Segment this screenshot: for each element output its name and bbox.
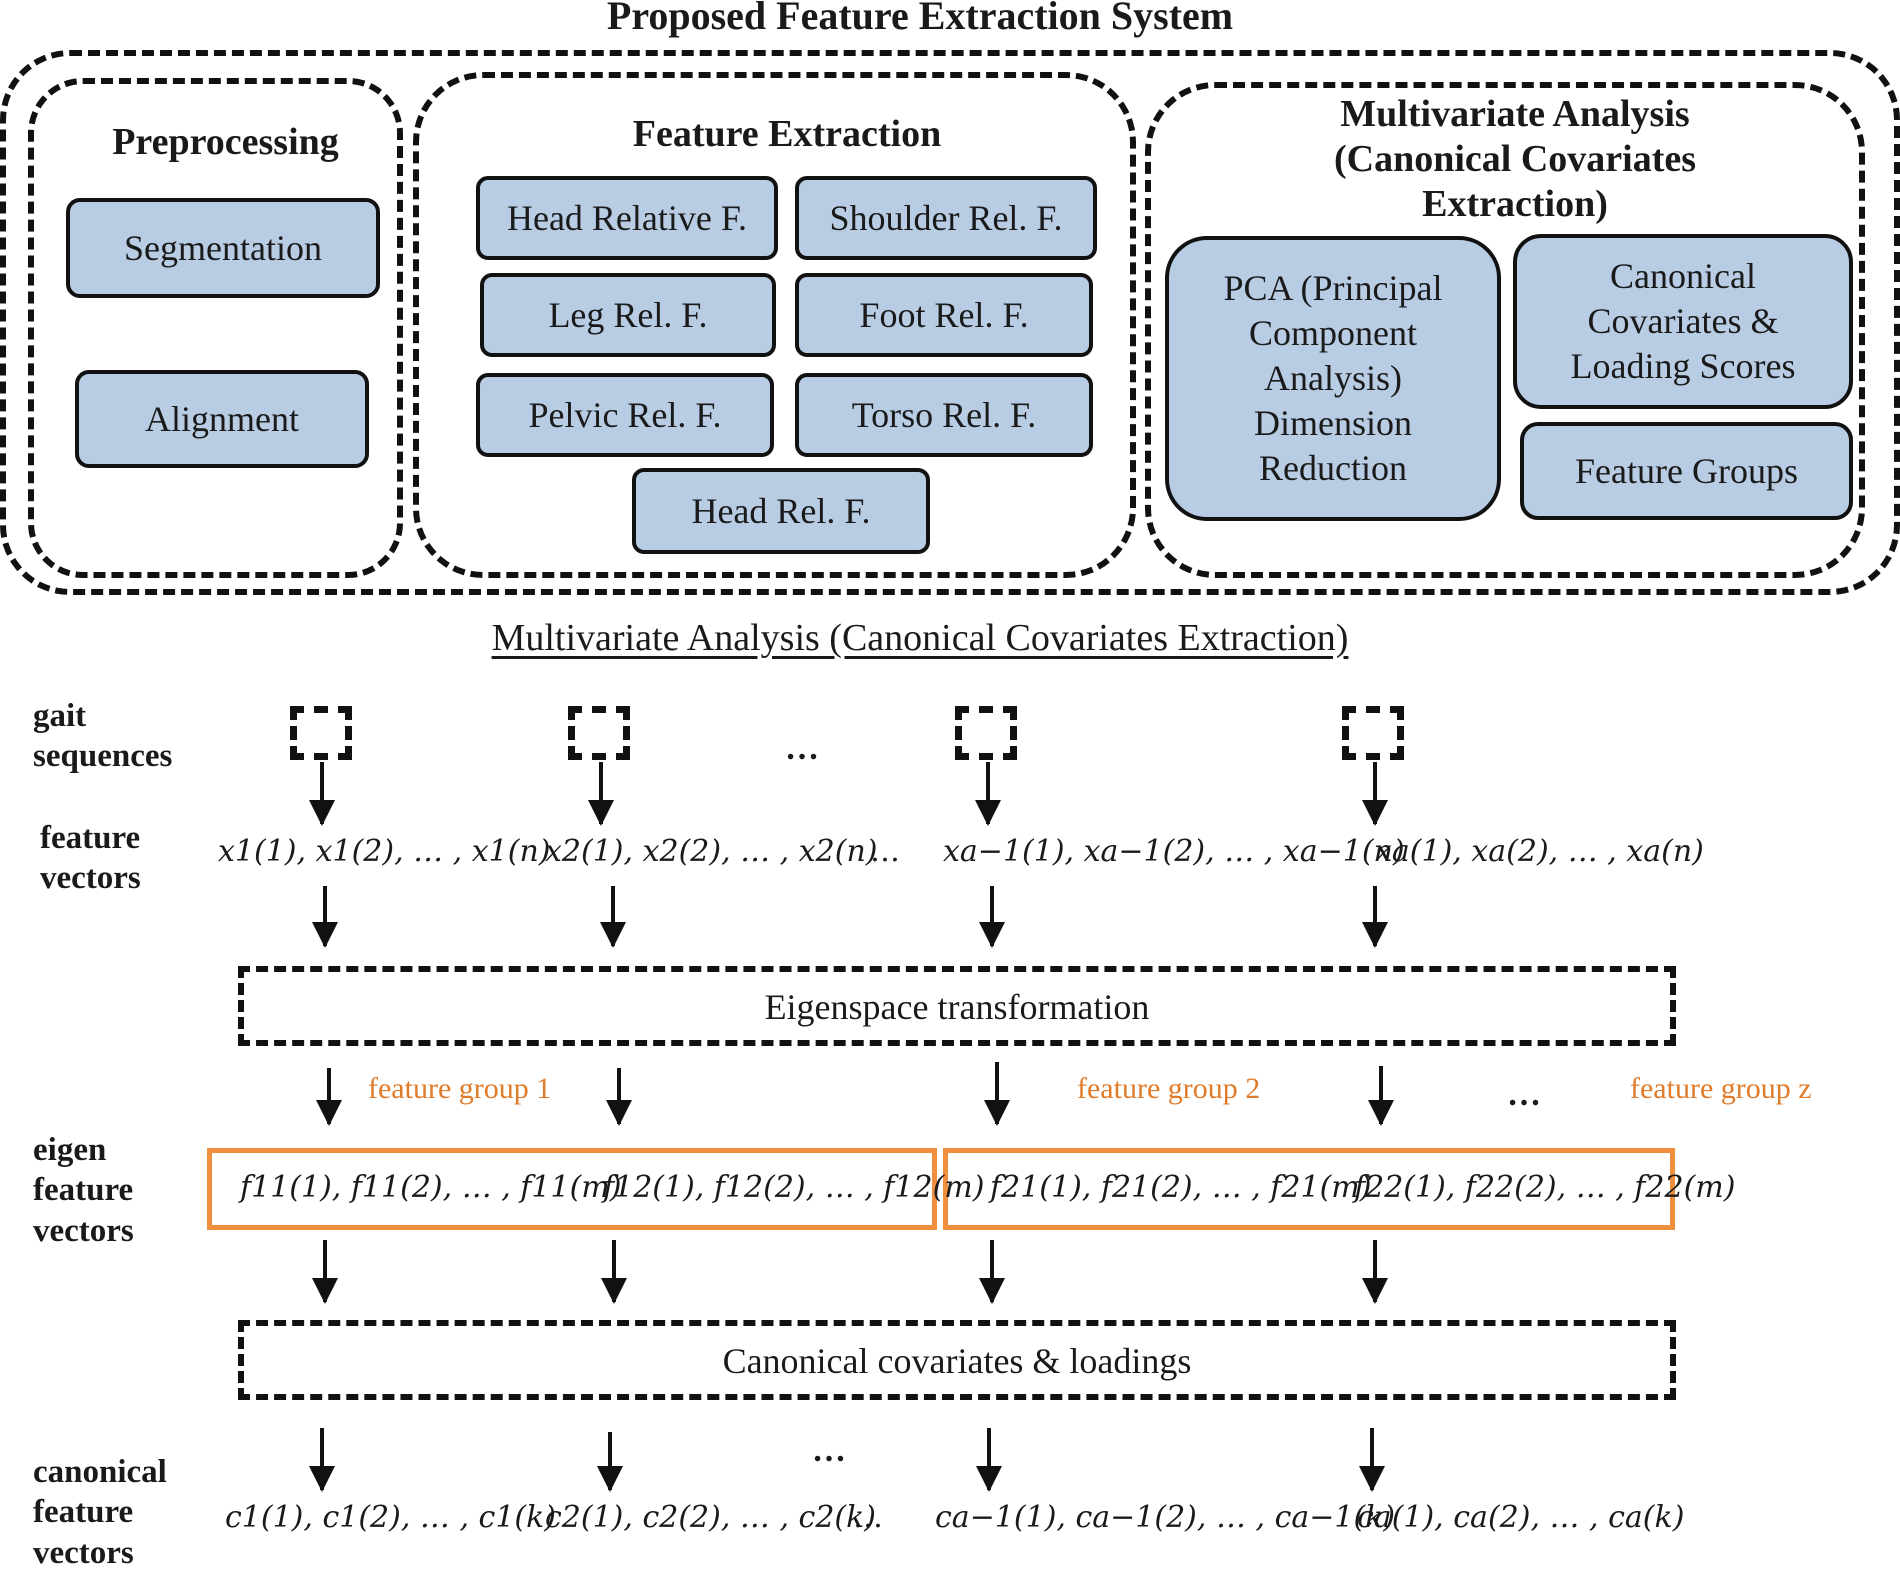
alignment-box: Alignment [75, 370, 369, 468]
label-canonical-feature-vectors: canonical feature vectors [33, 1454, 167, 1571]
arrow-feature-3 [979, 886, 1005, 948]
ellipsis-groups: … [1507, 1076, 1541, 1113]
canonical-loading-box: Canonical Covariates & Loading Scores [1513, 234, 1853, 409]
torso-rel-box: Torso Rel. F. [795, 373, 1093, 457]
canonical-vector-a-1: ca−1(1), ca−1(2), … , ca−1(k) [935, 1500, 1396, 1535]
pelvic-rel-box: Pelvic Rel. F. [476, 373, 774, 457]
label-feature-vectors: feature vectors [40, 820, 141, 897]
eigen-vector-11: f11(1), f11(2), … , f11(m) [240, 1170, 622, 1205]
head-relative-box: Head Relative F. [476, 176, 778, 260]
arrow-eigen-4 [1368, 1066, 1394, 1126]
eigenspace-label: Eigenspace transformation [764, 987, 1150, 1027]
ellipsis-canonical: … [853, 1500, 883, 1535]
arrow-final-1 [309, 1428, 335, 1492]
shoulder-rel-box: Shoulder Rel. F. [795, 176, 1097, 260]
canonical-vector-2: c2(1), c2(2), … , c2(k) [545, 1500, 876, 1535]
segmentation-box: Segmentation [66, 198, 380, 298]
gait-sequence-1 [290, 706, 352, 760]
feature-group-2-label: feature group 2 [1077, 1072, 1261, 1105]
feature-group-z-label: feature group z [1630, 1072, 1812, 1105]
gait-sequence-a [1342, 706, 1404, 760]
arrow-canon-3 [979, 1240, 1005, 1304]
canonical-covariates-label: Canonical covariates & loadings [722, 1341, 1192, 1381]
feature-extraction-panel [413, 72, 1136, 578]
gait-sequence-2 [568, 706, 630, 760]
system-outer-frame [0, 50, 1900, 595]
multivariate-panel [1145, 82, 1865, 578]
arrow-final-2 [597, 1432, 623, 1492]
feature-groups-box: Feature Groups [1520, 422, 1853, 520]
arrow-final-4 [1359, 1428, 1385, 1492]
ellipsis-gait: … [785, 730, 819, 767]
feature-extraction-heading: Feature Extraction [632, 113, 942, 155]
section-title: Multivariate Analysis (Canonical Covaria… [491, 617, 1349, 659]
preprocessing-panel [28, 78, 403, 578]
head-rel-box: Head Rel. F. [632, 468, 930, 554]
arrow-final-3 [976, 1428, 1002, 1492]
feature-group-1-box [207, 1148, 937, 1230]
arrow-feature-4 [1362, 886, 1388, 948]
arrow-gait-3 [975, 762, 1001, 826]
foot-rel-box: Foot Rel. F. [795, 273, 1093, 357]
arrow-eigen-1 [316, 1068, 342, 1126]
multivariate-heading: Multivariate Analysis (Canonical Covaria… [1333, 93, 1697, 225]
label-gait-sequences: gait sequences [33, 698, 173, 775]
eigen-vector-12: f12(1), f12(2), … , f12(m) [603, 1170, 985, 1205]
canonical-vector-a: ca(1), ca(2), … , ca(k) [1357, 1500, 1685, 1535]
ellipsis-feature: … [870, 834, 900, 869]
arrow-canon-4 [1362, 1240, 1388, 1304]
pca-box: PCA (Principal Component Analysis) Dimen… [1165, 236, 1501, 521]
feature-vector-a-1: xa−1(1), xa−1(2), … , xa−1(n) [943, 834, 1405, 869]
eigen-vector-22: f22(1), f22(2), … , f22(m) [1354, 1170, 1736, 1205]
preprocessing-heading: Preprocessing [112, 121, 339, 163]
label-eigen-feature-vectors: eigen feature vectors [33, 1132, 134, 1249]
gait-sequence-a-1 [955, 706, 1017, 760]
arrow-canon-2 [601, 1240, 627, 1304]
feature-vector-2: x2(1), x2(2), … , x2(n) [545, 834, 878, 869]
arrow-eigen-3 [984, 1062, 1010, 1126]
arrow-gait-1 [309, 762, 335, 826]
eigenspace-box [238, 966, 1676, 1046]
feature-group-2-box [943, 1148, 1675, 1230]
ellipsis-canonical-top: … [812, 1432, 846, 1469]
canonical-vector-1: c1(1), c1(2), … , c1(k) [225, 1500, 556, 1535]
arrow-gait-4 [1362, 762, 1388, 826]
feature-vector-a: xa(1), xa(2), … , xa(n) [1375, 834, 1704, 869]
arrow-gait-2 [588, 762, 614, 826]
arrow-eigen-2 [606, 1068, 632, 1126]
feature-vector-1: x1(1), x1(2), … , x1(n) [218, 834, 551, 869]
leg-rel-box: Leg Rel. F. [480, 273, 776, 357]
feature-group-1-label: feature group 1 [368, 1072, 552, 1105]
eigen-vector-21: f21(1), f21(2), … , f21(m) [990, 1170, 1372, 1205]
canonical-covariates-box [238, 1320, 1676, 1400]
arrow-canon-1 [312, 1240, 338, 1304]
arrow-feature-2 [600, 886, 626, 948]
arrow-feature-1 [312, 886, 338, 948]
system-title: Proposed Feature Extraction System [606, 0, 1234, 38]
